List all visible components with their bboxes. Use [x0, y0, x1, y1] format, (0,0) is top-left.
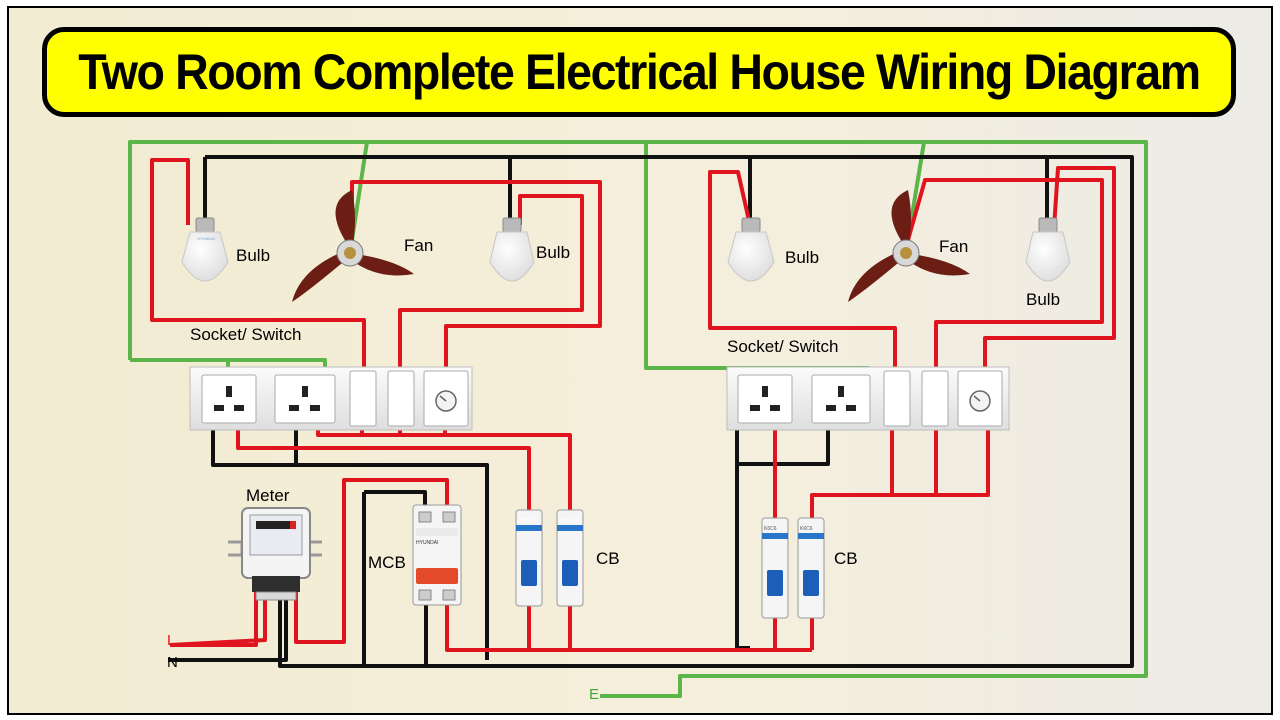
room1-socket-switch-label: Socket/ Switch	[190, 325, 302, 344]
neutral-label: N	[167, 654, 178, 671]
room2-socket-2	[811, 374, 871, 424]
room2-fan-regulator[interactable]	[957, 370, 1003, 427]
room1-cb-2-brand: HEZEEN	[559, 518, 580, 524]
room2-switch-2[interactable]	[921, 370, 949, 427]
room2-cb-1-icon	[761, 517, 789, 619]
energy-meter-icon	[228, 507, 322, 601]
mcb-label: MCB	[368, 553, 406, 572]
room2-socket-1	[737, 374, 793, 424]
earth-label: E	[589, 686, 600, 703]
room1-socket-1	[201, 374, 257, 424]
room1-bulb-right-label: Bulb	[536, 243, 571, 262]
room1-fan-icon	[292, 190, 414, 302]
room2-bulb-left-label: Bulb	[785, 248, 820, 267]
page-title: Two Room Complete Electrical House Wirin…	[78, 44, 1201, 100]
room1-switch-1[interactable]	[349, 370, 377, 427]
room1-cb-1-brand: HEZEEN	[518, 518, 539, 524]
title-banner: Two Room Complete Electrical House Wirin…	[42, 27, 1236, 117]
room2-fan-label: Fan	[939, 237, 969, 256]
mcb-brand: HYUNDAI	[416, 540, 439, 546]
room2-cb-label: CB	[834, 549, 858, 568]
room2-cb-2-model: K6C6	[800, 526, 813, 532]
room2-bulb-right-label: Bulb	[1026, 290, 1061, 309]
live-label: L	[167, 632, 176, 649]
room2-bulb-right-icon	[1025, 217, 1071, 282]
svg-text:HYUNDAI: HYUNDAI	[197, 236, 215, 241]
room2-cb-1-model: K6C6	[764, 526, 777, 532]
room1-fan-label: Fan	[404, 236, 434, 255]
room1-bulb-left-label: Bulb	[236, 246, 271, 265]
room1-switchboard	[189, 366, 473, 431]
room1-bulb-right-icon	[489, 217, 535, 282]
room2-switchboard	[726, 366, 1010, 431]
room2-cb-2-icon	[797, 517, 825, 619]
room1-cb-2-icon	[556, 509, 584, 607]
room1-cb-1-icon	[515, 509, 543, 607]
room2-switch-1[interactable]	[883, 370, 911, 427]
room1-socket-2	[274, 374, 336, 424]
room1-cb-label: CB	[596, 549, 620, 568]
room1-switch-2[interactable]	[387, 370, 415, 427]
room1-bulb-left-icon: HYUNDAI	[181, 217, 229, 282]
main-mcb-icon	[412, 504, 462, 606]
live-wires	[150, 158, 1116, 652]
room2-bulb-left-icon	[727, 217, 775, 282]
room2-socket-switch-label: Socket/ Switch	[727, 337, 839, 356]
meter-label: Meter	[246, 486, 290, 505]
room2-fan-icon	[848, 190, 970, 302]
room1-fan-regulator[interactable]	[423, 370, 469, 427]
